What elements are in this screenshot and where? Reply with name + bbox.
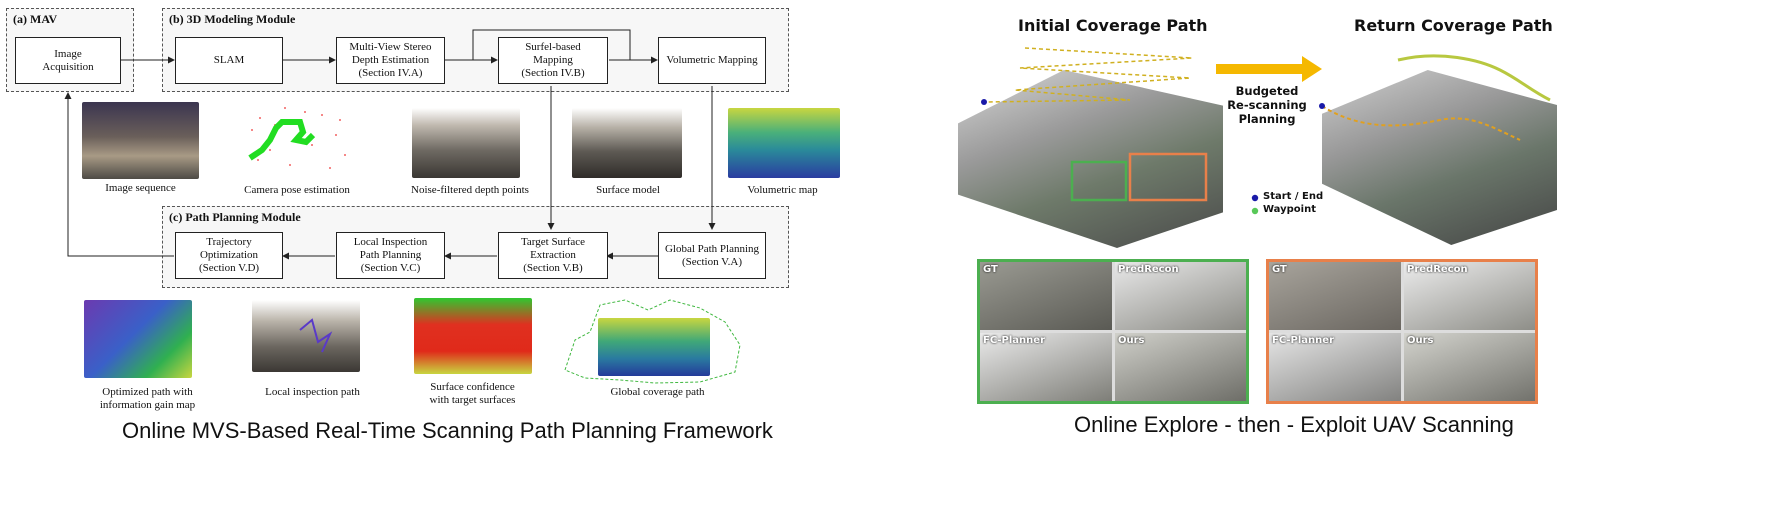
orange-ours-cell: Ours: [1404, 333, 1535, 401]
left-footer-caption: Online MVS-Based Real-Time Scanning Path…: [122, 418, 773, 443]
optimized-path-thumb: [84, 300, 192, 378]
volumetric-map-caption: Volumetric map: [747, 184, 818, 196]
initial-path-title: Initial Coverage Path: [1018, 16, 1208, 35]
orange-predrecon-label: PredRecon: [1407, 264, 1468, 275]
orange-comparison-panel: GT PredRecon FC-Planner Ours: [1266, 259, 1538, 404]
mvs-box: Multi-View Stereo Depth Estimation (Sect…: [336, 37, 445, 84]
local-path-caption: Local inspection path: [265, 386, 360, 398]
local-inspection-box: Local Inspection Path Planning (Section …: [336, 232, 445, 279]
surface-model-thumb: [572, 108, 682, 178]
green-ours-label: Ours: [1118, 335, 1145, 346]
orange-ours-label: Ours: [1407, 335, 1434, 346]
depth-points-thumb: [412, 108, 520, 178]
camera-pose-caption: Camera pose estimation: [244, 184, 350, 196]
camera-pose-thumb: [248, 107, 346, 169]
modeling-module-title: (b) 3D Modeling Module: [169, 12, 296, 26]
volumetric-box: Volumetric Mapping: [658, 37, 766, 84]
right-footer-caption: Online Explore - then - Exploit UAV Scan…: [1074, 412, 1514, 437]
local-path-line: [299, 318, 333, 353]
green-gt-label: GT: [983, 264, 998, 275]
trajectory-box: Trajectory Optimization (Section V.D): [175, 232, 283, 279]
planning-module-title: (c) Path Planning Module: [169, 210, 301, 224]
depth-points-caption: Noise-filtered depth points: [411, 184, 529, 196]
green-gt-cell: GT: [980, 262, 1112, 330]
orange-gt-cell: GT: [1269, 262, 1401, 330]
volumetric-map-thumb: [728, 108, 840, 178]
surface-model-caption: Surface model: [596, 184, 660, 196]
orange-fcplanner-label: FC-Planner: [1272, 335, 1335, 346]
global-coverage-line: [564, 299, 741, 384]
green-predrecon-cell: PredRecon: [1115, 262, 1246, 330]
global-coverage-thumb: [598, 318, 710, 376]
mav-module-title: (a) MAV: [13, 12, 58, 26]
orange-predrecon-cell: PredRecon: [1404, 262, 1535, 330]
budgeted-rescanning-label: Budgeted Re-scanning Planning: [1227, 84, 1307, 126]
surface-confidence-caption: Surface confidence with target surfaces: [429, 381, 516, 406]
global-planning-box: Global Path Planning (Section V.A): [658, 232, 766, 279]
green-predrecon-label: PredRecon: [1118, 264, 1179, 275]
image-sequence-thumb: [82, 102, 199, 179]
green-fcplanner-label: FC-Planner: [983, 335, 1046, 346]
slam-box: SLAM: [175, 37, 283, 84]
image-acquisition-box: Image Acquisition: [15, 37, 121, 84]
target-surface-box: Target Surface Extraction (Section V.B): [498, 232, 608, 279]
orange-fcplanner-cell: FC-Planner: [1269, 333, 1401, 401]
green-comparison-panel: GT PredRecon FC-Planner Ours: [977, 259, 1249, 404]
flow-arrows: [64, 29, 716, 260]
surfel-box: Surfel-based Mapping (Section IV.B): [498, 37, 608, 84]
legend-start-end: Start / End: [1263, 191, 1324, 202]
surface-confidence-thumb: [414, 298, 532, 374]
green-fcplanner-cell: FC-Planner: [980, 333, 1112, 401]
image-sequence-caption: Image sequence: [105, 182, 176, 194]
legend-waypoint: Waypoint: [1263, 204, 1316, 215]
return-path-title: Return Coverage Path: [1354, 16, 1553, 35]
local-path-thumb: [252, 300, 360, 372]
optimized-path-caption: Optimized path with information gain map: [99, 386, 196, 411]
orange-gt-label: GT: [1272, 264, 1287, 275]
global-coverage-caption: Global coverage path: [610, 386, 705, 398]
green-ours-cell: Ours: [1115, 333, 1246, 401]
